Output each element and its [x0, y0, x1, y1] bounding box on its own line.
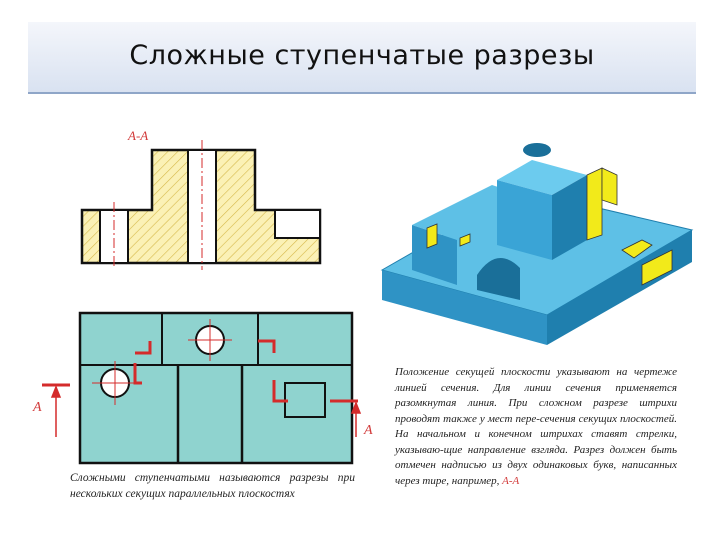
plan-view: [42, 311, 362, 465]
title-bar: Сложные ступенчатые разрезы: [28, 22, 696, 94]
section-right-slot: [274, 209, 321, 239]
model-3d: [380, 143, 694, 345]
section-label: A-A: [128, 128, 149, 143]
cut-label-left: A: [33, 400, 42, 415]
cutting-line: [42, 339, 358, 403]
section-left-hole: [99, 209, 129, 264]
caption-right: Положение секущей плоскости указывают на…: [395, 365, 677, 489]
cut-label-right: A: [364, 423, 373, 438]
slide-title: Сложные ступенчатые разрезы: [129, 40, 595, 71]
caption-left: Сложными ступенчатыми называются разрезы…: [70, 472, 355, 500]
section-view: [80, 140, 322, 270]
caption-right-text: Положение секущей плоскости указывают на…: [395, 366, 677, 487]
caption-right-example: A-A: [502, 474, 520, 487]
